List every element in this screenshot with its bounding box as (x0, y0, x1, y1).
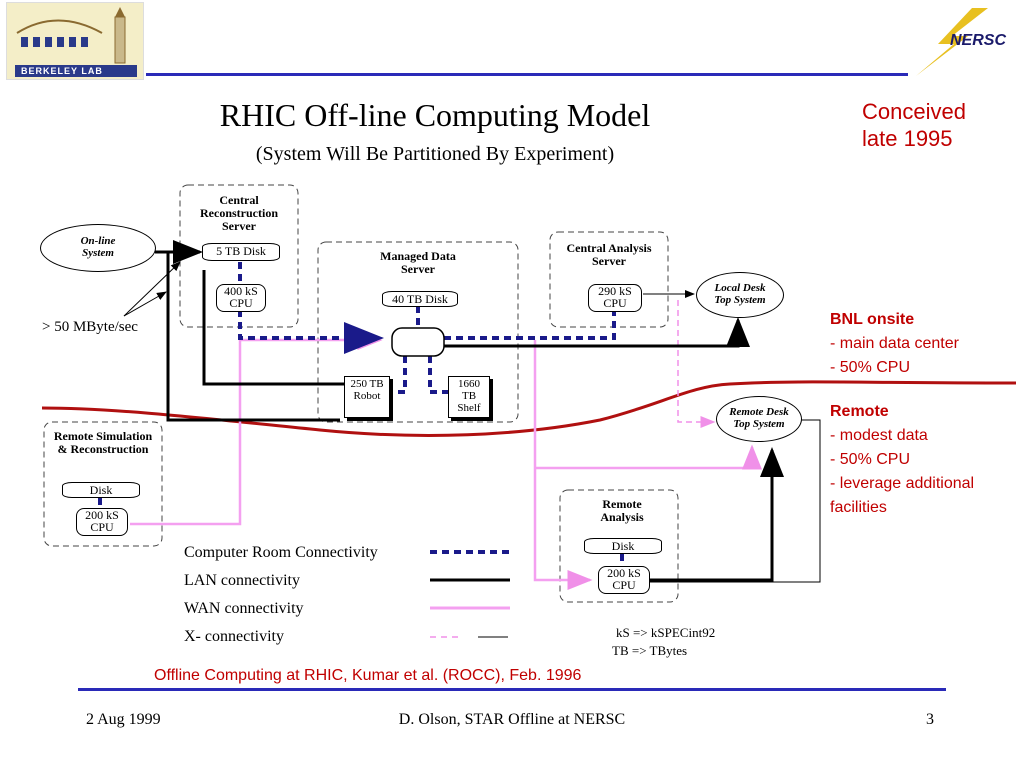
berkeley-lab-logo-graphic (15, 7, 137, 77)
citation: Offline Computing at RHIC, Kumar et al. … (154, 667, 582, 684)
central-recon-title: Central Reconstruction Server (200, 193, 278, 233)
remote-sim-disk: Disk (62, 482, 140, 498)
remote-analysis-disk: Disk (584, 538, 662, 554)
tape-shelf: 1660 TB Shelf (448, 376, 490, 418)
local-desk-label: Local Desk Top System (714, 282, 766, 306)
remote-note-title: Remote (830, 403, 889, 420)
x-conn-link (677, 300, 716, 428)
central-recon-cpu: 400 kS CPU (216, 284, 266, 312)
footer-page-number: 3 (926, 711, 934, 728)
lan-online-robot (166, 252, 340, 422)
cr-recon-managed (238, 310, 384, 354)
managed-data-title: Managed Data Server (380, 249, 456, 276)
remote-sim-title: Remote Simulation & Reconstruction (53, 429, 153, 456)
managed-data-container (317, 241, 519, 423)
slide-subtitle: (System Will Be Partitioned By Experimen… (255, 143, 615, 165)
nersc-lightning-icon (916, 8, 988, 76)
remote-analysis-container (559, 489, 679, 603)
bnl-onsite-title: BNL onsite (830, 311, 915, 328)
remote-note-item: - 50% CPU (830, 451, 911, 468)
legend-label-lan: LAN connectivity (184, 572, 300, 589)
berkeley-lab-logo-text: BERKELEY LAB (21, 66, 103, 76)
central-analysis-container (549, 231, 669, 328)
header-rule (146, 73, 908, 76)
online-system-label: On-line System (80, 235, 116, 259)
online-system: On-line System (40, 224, 156, 272)
lan-analysis-remotedesk (648, 447, 784, 582)
bnl-onsite-note: BNL onsite - main data center - 50% CPU (830, 308, 1020, 380)
slide-title: RHIC Off-line Computing Model (219, 97, 651, 133)
legend-label-computer-room: Computer Room Connectivity (184, 544, 378, 561)
units-note-tb: TB => TBytes (612, 643, 688, 658)
cr-hub-shelf (428, 356, 448, 394)
legend-label-wan: WAN connectivity (184, 600, 304, 617)
tape-shelf-label: 1660 TB Shelf (457, 378, 481, 414)
legend-label-x: X- connectivity (184, 628, 284, 645)
wan-desk-link (535, 444, 762, 470)
tape-robot-label: 250 TB Robot (350, 378, 384, 402)
footer-date: 2 Aug 1999 (86, 711, 161, 728)
bnl-onsite-item: - main data center (830, 335, 959, 352)
managed-data-disk: 40 TB Disk (382, 291, 458, 307)
lan-data-localdesk (444, 317, 750, 348)
central-recon-disk: 5 TB Disk (202, 243, 280, 261)
footer-center: D. Olson, STAR Offline at NERSC (398, 711, 626, 728)
remote-desk-label: Remote Desk Top System (729, 406, 789, 430)
tape-robot: 250 TB Robot (344, 376, 390, 418)
rate-arrow-lower (123, 291, 167, 317)
central-analysis-title: Central Analysis Server (566, 241, 652, 268)
data-hub (391, 327, 445, 357)
rate-label: > 50 MByte/sec (42, 319, 138, 335)
nersc-logo-text: NERSC (950, 32, 1007, 49)
central-analysis-cpu: 290 kS CPU (588, 284, 642, 312)
lan-recon-robot (202, 270, 344, 386)
remote-analysis-cpu: 200 kS CPU (598, 566, 650, 594)
bnl-onsite-item: - 50% CPU (830, 359, 911, 376)
nersc-logo: NERSC (908, 4, 1020, 78)
units-note-ks: kS => kSPECint92 (616, 625, 716, 640)
cr-hub-analysis (444, 310, 616, 340)
remote-note-item: - modest data (830, 427, 928, 444)
footer-rule (78, 688, 946, 691)
remote-note: Remote - modest data - 50% CPU - leverag… (830, 400, 1020, 520)
local-desk-system: Local Desk Top System (696, 272, 784, 318)
wan-analysis-link (533, 340, 593, 590)
berkeley-lab-logo: BERKELEY LAB (6, 2, 144, 80)
remote-analysis-title: Remote Analysis (600, 497, 644, 524)
remote-desk-system: Remote Desk Top System (716, 396, 802, 442)
x-conn-remotedesk (650, 419, 821, 583)
cr-hub-robot (390, 356, 407, 394)
rate-arrow-upper (123, 261, 181, 317)
remote-sim-container (43, 421, 163, 547)
remote-sim-cpu: 200 kS CPU (76, 508, 128, 536)
conceived-note: Conceived late 1995 (862, 99, 966, 151)
remote-note-item: - leverage additional facilities (830, 475, 975, 516)
